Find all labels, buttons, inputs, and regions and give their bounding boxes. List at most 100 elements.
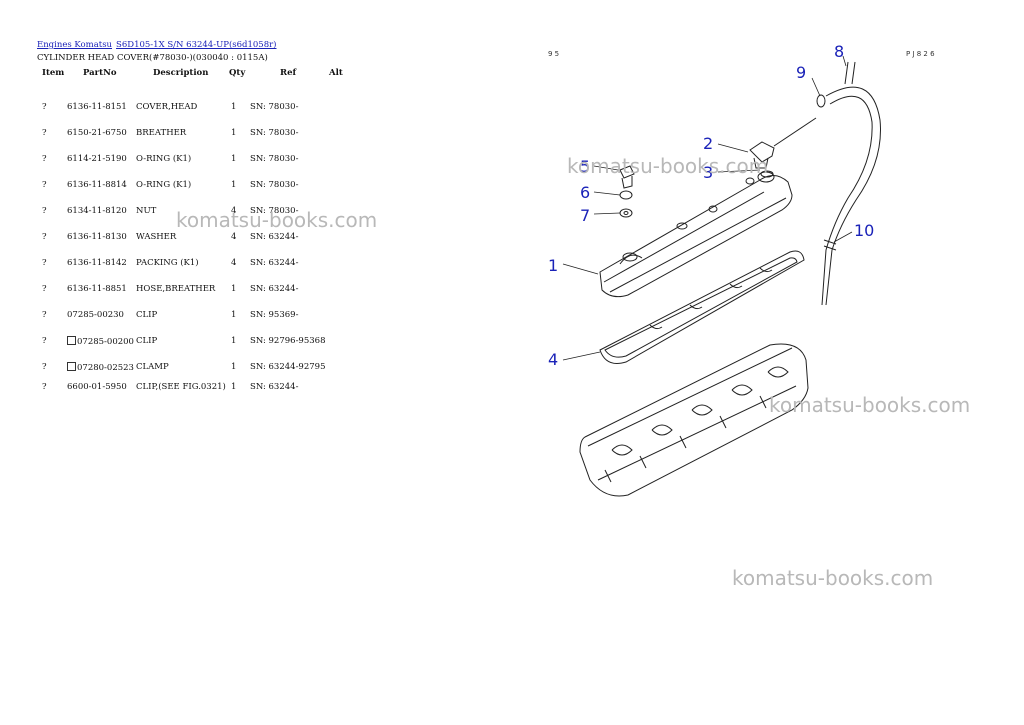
table-row: ? 6136-11-8814 O-RING (K1) 1 SN: 78030-	[37, 158, 357, 190]
header-ref: Ref	[280, 68, 297, 78]
cell-partno: 07280-02523	[67, 362, 134, 373]
cell-ref: SN: 63244-92795	[250, 362, 326, 372]
cell-description: O-RING (K1)	[136, 154, 192, 164]
cell-qty: 4	[231, 232, 237, 242]
cell-partno: 6136-11-8151	[67, 102, 127, 112]
cell-item: ?	[42, 180, 47, 190]
table-row: ? 6136-11-8851 HOSE,BREATHER 1 SN: 63244…	[37, 262, 357, 294]
cell-item: ?	[42, 382, 47, 392]
header-alt: Alt	[329, 68, 343, 78]
cell-item: ?	[42, 336, 47, 346]
cell-partno: 07285-00230	[67, 310, 124, 320]
cell-ref: SN: 95369-	[250, 310, 299, 320]
table-row: ? 6136-11-8130 WASHER 4 SN: 63244-	[37, 210, 357, 242]
cylinder-head-cover-drawing	[599, 171, 793, 298]
cell-ref: SN: 63244-	[250, 258, 299, 268]
breadcrumb-link-model[interactable]: S6D105-1X S/N 63244-UP(s6d1058r)	[116, 40, 277, 50]
table-row: ? 6136-11-8151 COVER,HEAD 1 SN: 78030-	[37, 80, 357, 112]
cell-ref: SN: 63244-	[250, 382, 299, 392]
cell-ref: SN: 78030-	[250, 180, 299, 190]
table-row: ? 6114-21-5190 O-RING (K1) 1 SN: 78030-	[37, 132, 357, 164]
cell-item: ?	[42, 362, 47, 372]
cell-item: ?	[42, 284, 47, 294]
cell-ref: SN: 63244-	[250, 232, 299, 242]
cell-partno: 6136-11-8142	[67, 258, 127, 268]
callout-4: 4	[548, 350, 558, 369]
cell-item: ?	[42, 128, 47, 138]
exploded-parts-diagram: 9 5 P J 8 2 6	[548, 42, 935, 497]
cell-description: CLAMP	[136, 362, 169, 372]
cell-partno: 6136-11-8814	[67, 180, 127, 190]
callout-7: 7	[580, 206, 590, 225]
cell-item: ?	[42, 102, 47, 112]
cell-partno: 6600-01-5950	[67, 382, 127, 392]
parts-table: Item PartNo Description Qty Ref Alt ? 61…	[37, 66, 357, 392]
cell-qty: 1	[231, 362, 237, 372]
callout-10: 10	[854, 221, 874, 240]
header-partno: PartNo	[83, 68, 117, 78]
table-row: ? 6134-11-8120 NUT 4 SN: 78030-	[37, 184, 357, 216]
callout-9: 9	[796, 63, 806, 82]
cell-qty: 4	[231, 258, 237, 268]
cell-partno: 6150-21-6750	[67, 128, 127, 138]
diagram-corner-code-left: 9 5	[548, 50, 559, 58]
table-row: ? 07285-00200 CLIP 1 SN: 92796-95368	[37, 314, 357, 347]
breadcrumb-link-engines[interactable]: Engines Komatsu	[37, 40, 113, 50]
cell-description: CLIP	[136, 310, 158, 320]
callout-2: 2	[703, 134, 713, 153]
cell-item: ?	[42, 154, 47, 164]
cell-description: O-RING (K1)	[136, 180, 192, 190]
diagram-corner-code-right: P J 8 2 6	[906, 50, 935, 58]
cell-ref: SN: 78030-	[250, 206, 299, 216]
o-ring-9-drawing	[816, 94, 826, 108]
cell-partno: 6134-11-8120	[67, 206, 127, 216]
breather-drawing	[749, 117, 817, 169]
cell-ref: SN: 92796-95368	[250, 336, 326, 346]
header-description: Description	[153, 68, 209, 78]
cell-qty: 1	[231, 154, 237, 164]
cell-description: COVER,HEAD	[136, 102, 198, 112]
cell-item: ?	[42, 310, 47, 320]
header-qty: Qty	[229, 68, 246, 78]
cell-item: ?	[42, 258, 47, 268]
table-row: ? 6600-01-5950 CLIP,(SEE FIG.0321) 1 SN:…	[37, 366, 357, 392]
callout-1: 1	[548, 256, 558, 275]
cell-partno: 6136-11-8851	[67, 284, 127, 294]
callout-3: 3	[703, 163, 713, 182]
cell-partno: 07285-00200	[67, 336, 134, 347]
cell-description: HOSE,BREATHER	[136, 284, 216, 294]
table-row: ? 6136-11-8142 PACKING (K1) 4 SN: 63244-	[37, 236, 357, 268]
cell-qty: 1	[231, 128, 237, 138]
cell-description: PACKING (K1)	[136, 258, 199, 268]
cell-partno-text: 07280-02523	[77, 363, 134, 373]
cell-qty: 1	[231, 336, 237, 346]
page-subtitle: CYLINDER HEAD COVER(#78030-)(030040 : 01…	[37, 53, 268, 63]
cell-description: CLIP	[136, 336, 158, 346]
cell-description: NUT	[136, 206, 157, 216]
cell-qty: 1	[231, 310, 237, 320]
cell-qty: 1	[231, 284, 237, 294]
callout-6: 6	[580, 183, 590, 202]
cell-partno-text: 07285-00200	[77, 337, 134, 347]
cell-description: CLIP,(SEE FIG.0321)	[136, 382, 226, 392]
nut-washer-drawing	[619, 165, 635, 218]
cell-description: BREATHER	[136, 128, 187, 138]
cell-item: ?	[42, 232, 47, 242]
cell-item: ?	[42, 206, 47, 216]
table-row: ? 6150-21-6750 BREATHER 1 SN: 78030-	[37, 106, 357, 138]
breather-hose-drawing	[821, 61, 881, 306]
callout-5: 5	[580, 157, 590, 176]
table-header: Item PartNo Description Qty Ref Alt	[37, 66, 357, 80]
leader-lines	[562, 55, 853, 361]
cell-ref: SN: 78030-	[250, 128, 299, 138]
o-ring-3-drawing	[760, 170, 774, 178]
gasket-packing-drawing	[599, 250, 805, 364]
cylinder-head-block-drawing	[579, 343, 809, 497]
header-item: Item	[42, 68, 65, 78]
cell-description: WASHER	[136, 232, 177, 242]
watermark: komatsu-books.com	[732, 566, 934, 590]
cell-partno: 6136-11-8130	[67, 232, 127, 242]
cell-ref: SN: 78030-	[250, 102, 299, 112]
cell-ref: SN: 78030-	[250, 154, 299, 164]
